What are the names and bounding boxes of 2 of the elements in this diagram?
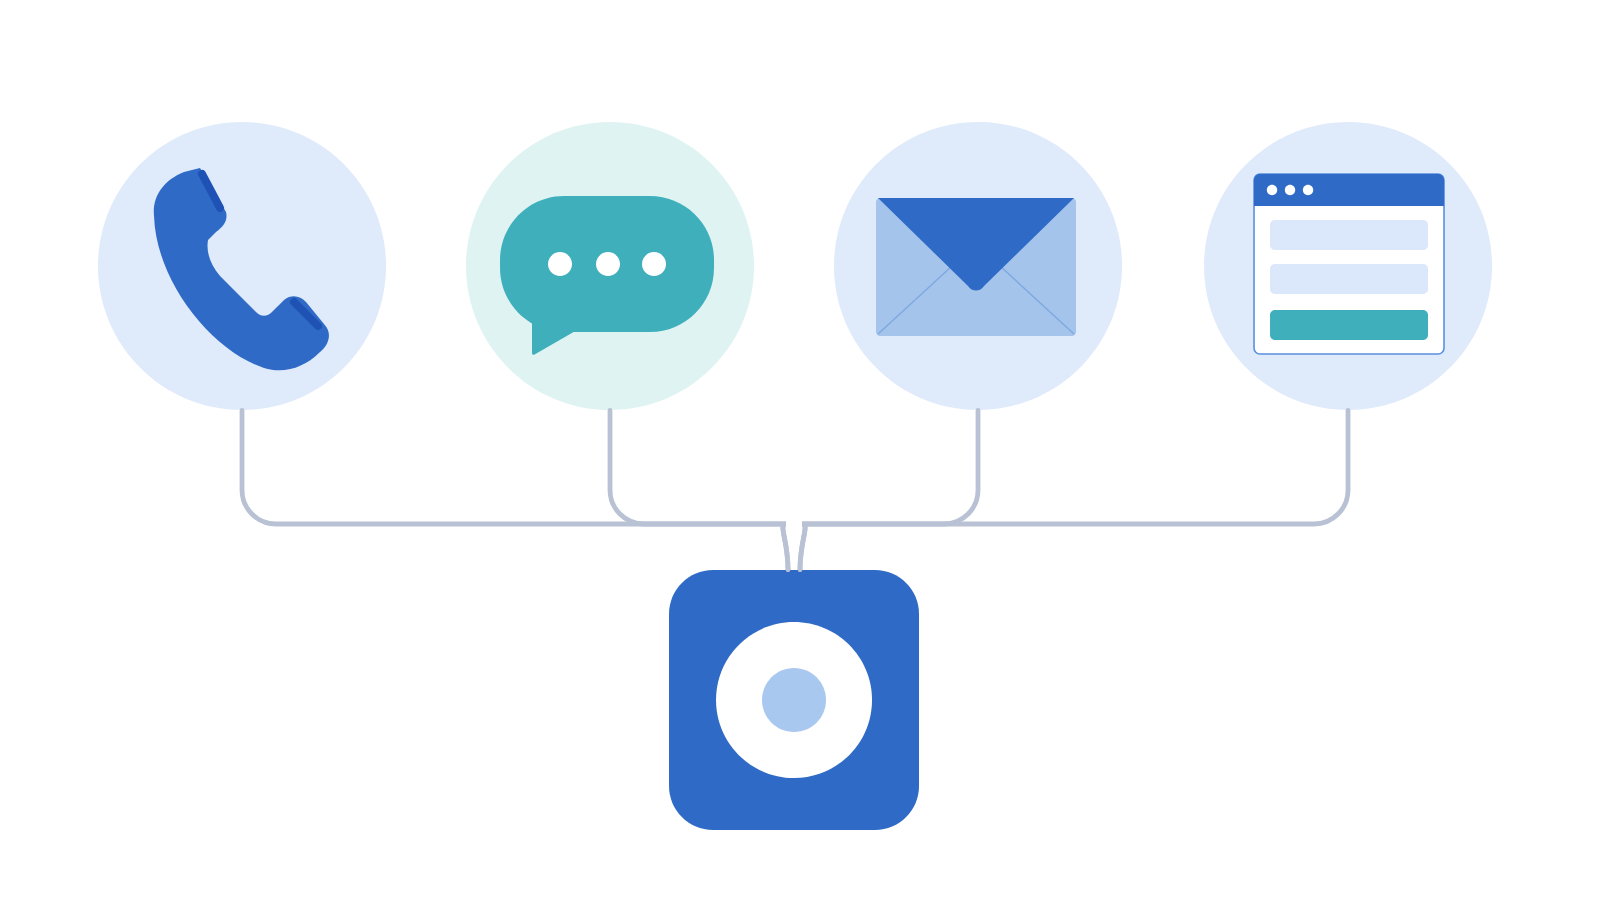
connector-line <box>797 408 1351 572</box>
connector-line <box>607 408 791 572</box>
